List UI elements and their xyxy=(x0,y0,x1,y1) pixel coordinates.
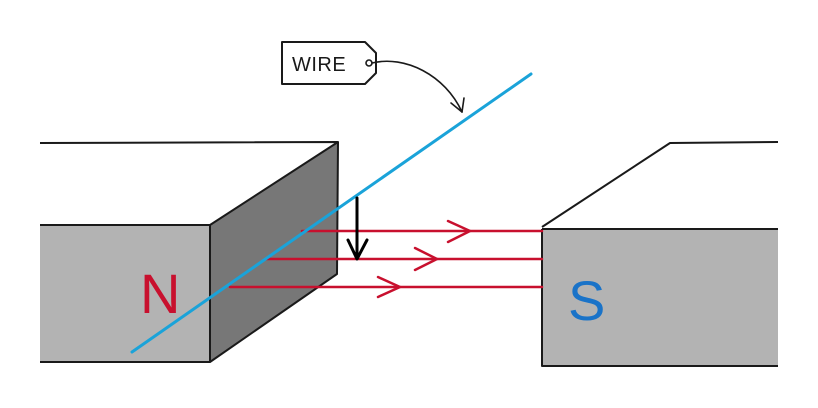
wire-tag: WIRE xyxy=(281,41,465,113)
chevron-right-icon xyxy=(446,219,472,244)
south-magnet-front xyxy=(542,229,778,366)
north-magnet xyxy=(39,141,339,363)
south-magnet-top xyxy=(542,142,778,227)
field-lines xyxy=(228,219,544,299)
wire xyxy=(130,72,533,354)
north-magnet-top xyxy=(40,142,338,225)
south-magnet-outline xyxy=(541,141,779,367)
north-magnet-outline xyxy=(39,141,339,363)
arrow-down-icon xyxy=(346,196,369,261)
north-pole-label: N xyxy=(140,262,180,325)
north-magnet-front xyxy=(40,225,210,362)
chevron-right-icon xyxy=(376,275,402,299)
tag-outline xyxy=(281,41,377,85)
tag-hole xyxy=(365,59,373,67)
curved-arrow-icon xyxy=(371,60,465,113)
south-magnet xyxy=(541,141,779,367)
chevron-right-icon xyxy=(413,246,439,272)
south-pole-label: S xyxy=(568,269,605,332)
wire-tag-label: WIRE xyxy=(292,54,346,76)
